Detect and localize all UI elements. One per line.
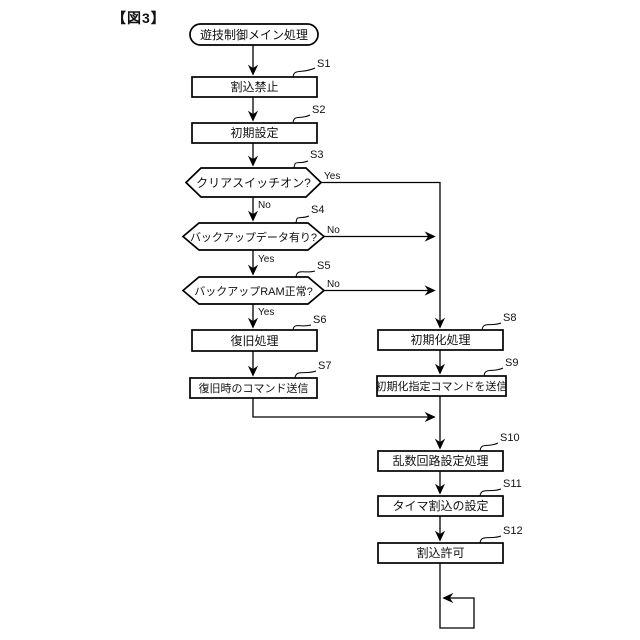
step-id-s11: S11 (503, 478, 522, 490)
branch-label-s5-yes: Yes (258, 307, 274, 318)
node-s12-process: 割込許可 S12 (377, 525, 523, 564)
leader-s6 (292, 324, 312, 331)
branch-label-s4-no: No (327, 225, 340, 236)
process-label-s1: 割込禁止 (230, 79, 278, 94)
step-id-s9: S9 (505, 357, 518, 369)
leader-s9 (483, 367, 504, 377)
process-label-s11: タイマ割込の設定 (392, 498, 488, 513)
leader-s11 (479, 488, 502, 497)
node-s7-process: 復旧時のコマンド送信 S7 (189, 360, 331, 399)
decision-label-s3: クリアスイッチオン? (196, 176, 311, 190)
node-start: 遊技制御メイン処理 (189, 23, 319, 46)
process-box-s6 (191, 329, 318, 352)
node-s1-process: 割込禁止 S1 (191, 58, 330, 98)
decision-label-s5: バックアップRAM正常? (194, 285, 313, 298)
process-label-s9: 初期化指定コマンドを送信 (376, 379, 508, 393)
node-s10-process: 乱数回路設定処理 S10 (377, 432, 520, 472)
node-s8-process: 初期化処理 S8 (377, 312, 516, 351)
leader-s3 (293, 160, 309, 169)
edge-s12-loop-back (439, 563, 475, 629)
step-id-s6: S6 (313, 314, 326, 326)
decision-shape-s4 (181, 222, 326, 251)
branch-label-s3-no: No (258, 200, 271, 211)
branch-label-s5-no: No (327, 279, 340, 290)
branch-label-s4-yes: Yes (258, 254, 274, 265)
start-label: 遊技制御メイン処理 (200, 27, 308, 42)
process-label-s10: 乱数回路設定処理 (392, 453, 488, 468)
step-id-s8: S8 (503, 312, 516, 324)
process-box-s1 (191, 76, 318, 98)
process-box-s10 (377, 450, 504, 472)
step-id-s10: S10 (500, 432, 520, 444)
step-id-s2: S2 (312, 104, 325, 116)
leader-s7 (294, 370, 317, 379)
node-s2-process: 初期設定 S2 (191, 104, 325, 144)
step-id-s7: S7 (318, 360, 331, 372)
terminator-shape-start (189, 23, 319, 46)
node-s11-process: タイマ割込の設定 S11 (377, 478, 522, 517)
figure-label: 【図3】 (112, 10, 166, 26)
process-box-s2 (191, 122, 318, 144)
leader-s2 (292, 114, 311, 124)
step-id-s5: S5 (317, 260, 330, 272)
step-id-s1: S1 (317, 58, 330, 70)
node-s5-decision: バックアップRAM正常? S5 No Yes (181, 260, 340, 318)
process-label-s7: 復旧時のコマンド送信 (199, 381, 309, 395)
edge-s7-to-main-line (252, 398, 436, 423)
node-s6-process: 復旧処理 S6 (191, 314, 326, 352)
step-id-s3: S3 (310, 149, 323, 161)
process-box-s9 (376, 375, 507, 397)
branch-label-s3-yes: Yes (324, 171, 340, 182)
decision-shape-s5 (181, 276, 326, 305)
step-id-s4: S4 (311, 204, 324, 216)
leader-s12 (479, 535, 502, 544)
leader-s5 (295, 270, 316, 278)
process-label-s2: 初期設定 (230, 125, 278, 140)
step-id-s12: S12 (503, 525, 523, 537)
leader-s8 (481, 322, 502, 331)
decision-label-s4: バックアップデータ有り? (190, 230, 317, 244)
process-label-s6: 復旧処理 (230, 333, 278, 348)
process-label-s8: 初期化処理 (410, 333, 470, 347)
edge-s3-yes-to-s8 (321, 181, 446, 329)
leader-s10 (479, 442, 499, 452)
leader-s4 (295, 215, 310, 224)
leader-s1 (292, 67, 316, 78)
process-box-s11 (377, 495, 504, 517)
node-s4-decision: バックアップデータ有り? S4 No Yes (181, 204, 340, 265)
process-box-s8 (377, 329, 504, 351)
process-box-s12 (377, 542, 504, 564)
process-box-s7 (189, 377, 318, 399)
flow-edges (247, 45, 475, 629)
decision-shape-s3 (184, 167, 323, 198)
node-s9-process: 初期化指定コマンドを送信 S9 (376, 357, 518, 397)
node-s3-decision: クリアスイッチオン? S3 Yes No (184, 149, 340, 211)
process-label-s12: 割込許可 (416, 545, 464, 560)
